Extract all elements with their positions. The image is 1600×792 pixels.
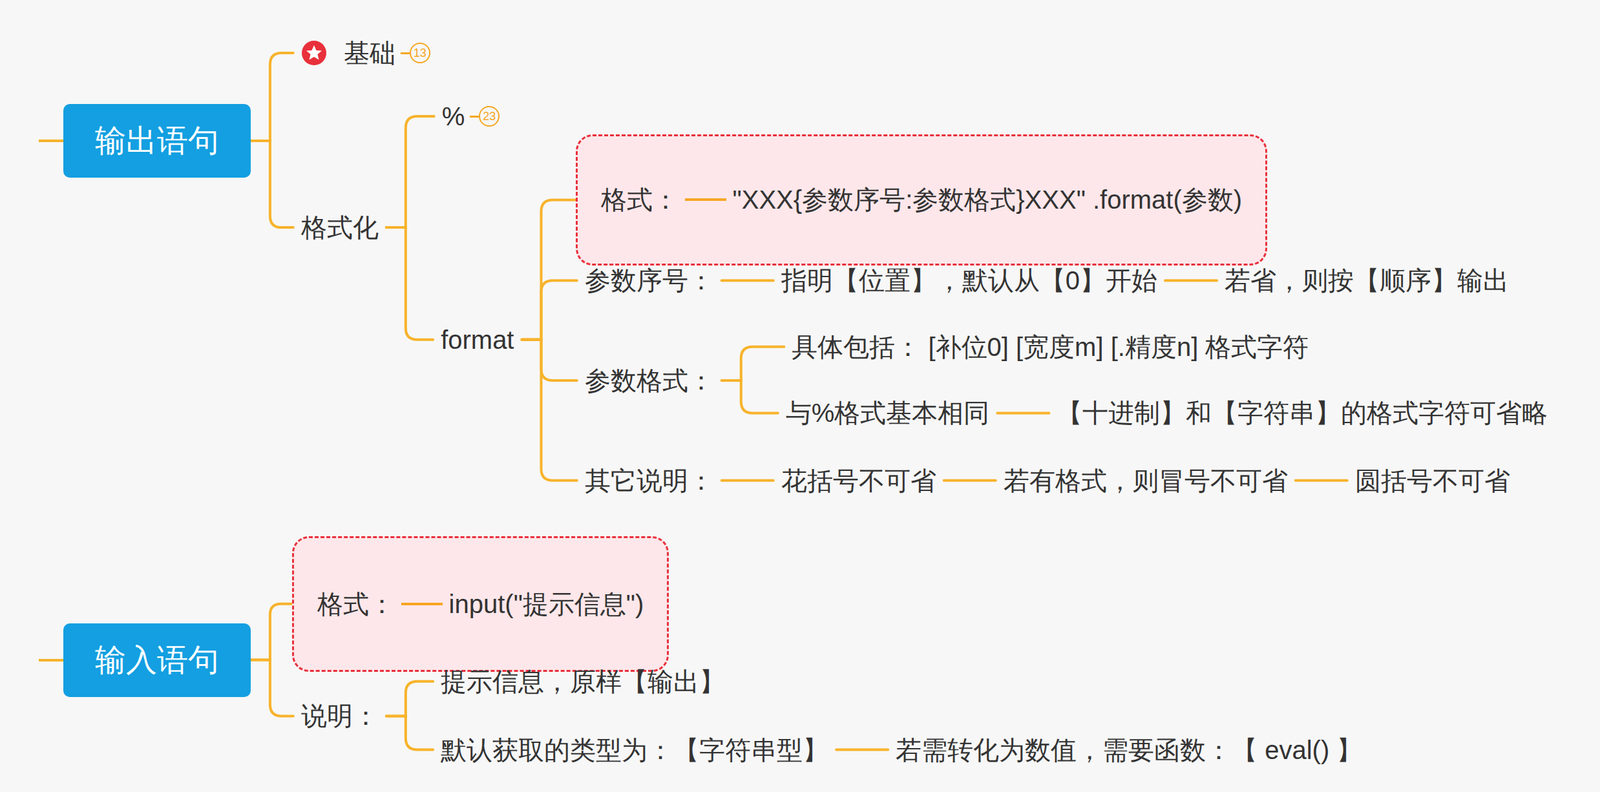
branch-topic: 说明：: [293, 697, 387, 735]
branch-line: [521, 280, 577, 340]
topic-text: "XXX{参数序号:参数格式}XXX" .format(参数): [732, 184, 1243, 216]
star-icon: [301, 40, 327, 66]
branch-line: [721, 279, 774, 282]
callout-number: 23: [478, 105, 500, 127]
branch-line: [836, 748, 888, 752]
root-stub: [38, 139, 64, 143]
topic-text: 若需转化为数值，需要函数：【 eval() 】: [895, 734, 1363, 766]
topic-box: 输入语句: [63, 623, 251, 698]
branch-line: [1165, 279, 1217, 282]
topic-text: 具体包括： [补位0] [宽度m] [.精度n] 格式字符: [791, 331, 1309, 363]
branch-topic: 参数序号：: [577, 262, 722, 299]
branch-line: [250, 52, 294, 141]
topic-text: 参数格式：: [584, 365, 715, 397]
branch-topic: 指明【位置】，默认从【0】开始: [773, 262, 1166, 299]
callout-number: 13: [409, 42, 431, 64]
branch-line: [721, 479, 774, 483]
branch-topic: 参数格式：: [577, 362, 722, 399]
branch-topic: 与%格式基本相同: [778, 394, 998, 432]
topic-text: 输入语句: [94, 641, 220, 680]
topic-text: 参数序号：: [584, 264, 715, 296]
topic-text: 与%格式基本相同: [785, 397, 990, 429]
branch-line: [997, 411, 1049, 415]
topic-text: 提示信息，原样【输出】: [440, 666, 726, 698]
topic-text: 格式化: [301, 211, 379, 243]
branch-line: [521, 339, 577, 481]
badge-dash: [469, 115, 479, 118]
branch-topic: 格式化: [293, 209, 387, 246]
branch-topic: format: [432, 321, 522, 358]
branch-line: [521, 339, 577, 381]
branch-line: [521, 199, 576, 340]
branch-topic: 基础: [293, 34, 404, 72]
root-stub: [38, 659, 64, 662]
format-box: 格式： input("提示信息"): [292, 536, 670, 673]
badge-dash: [400, 52, 410, 55]
branch-topic: 花括号不可省: [773, 462, 945, 499]
branch-topic: 【十进制】和【字符串】的格式字符可省略: [1048, 394, 1556, 432]
branch-line: [386, 681, 433, 717]
callout-badge: 23: [469, 105, 500, 127]
topic-text: 默认获取的类型为：【字符串型】: [440, 734, 829, 766]
topic-text: 基础: [343, 37, 396, 69]
branch-topic: %: [434, 98, 474, 135]
callout-badge: 13: [400, 42, 431, 64]
branch-topic: 圆括号不可省: [1347, 462, 1518, 499]
topic-text: 说明：: [301, 700, 379, 732]
topic-text: 【十进制】和【字符串】的格式字符可省略: [1056, 397, 1548, 429]
branch-line: [250, 660, 294, 717]
topic-text: %: [442, 100, 466, 132]
format-box: 格式： "XXX{参数序号:参数格式}XXX" .format(参数): [575, 134, 1268, 267]
topic-text: 若省，则按【顺序】输出: [1224, 264, 1509, 296]
branch-line: [944, 479, 996, 483]
topic-text: 指明【位置】，默认从【0】开始: [781, 264, 1158, 296]
topic-text: 圆括号不可省: [1355, 465, 1511, 497]
topic-text: 若有格式，则冒号不可省: [1003, 465, 1288, 497]
topic-box: 输出语句: [63, 104, 251, 178]
branch-topic: 若需转化为数值，需要函数：【 eval() 】: [887, 732, 1370, 769]
topic-text: 格式：: [317, 588, 395, 620]
branch-line: [386, 227, 433, 340]
topic-text: 花括号不可省: [781, 465, 937, 497]
branch-line: [386, 715, 433, 750]
branch-line: [1295, 479, 1348, 483]
branch-line: [721, 347, 785, 381]
branch-line: [250, 604, 293, 661]
topic-text: 格式：: [600, 184, 679, 216]
topic-text: 其它说明：: [584, 465, 715, 497]
dash-line: [684, 198, 727, 201]
branch-topic: 默认获取的类型为：【字符串型】: [432, 732, 837, 769]
branch-line: [721, 380, 779, 414]
branch-topic: 提示信息，原样【输出】: [432, 663, 733, 700]
topic-text: format: [440, 324, 514, 356]
branch-topic: 其它说明：: [577, 462, 722, 499]
topic-text: input("提示信息"): [449, 588, 645, 620]
branch-line: [250, 140, 294, 228]
dash-line: [401, 602, 443, 606]
branch-topic: 具体包括： [补位0] [宽度m] [.精度n] 格式字符: [783, 328, 1317, 366]
branch-topic: 若有格式，则冒号不可省: [995, 462, 1296, 499]
branch-line: [386, 116, 435, 228]
topic-text: 输出语句: [94, 122, 220, 160]
branch-topic: 若省，则按【顺序】输出: [1216, 262, 1517, 299]
